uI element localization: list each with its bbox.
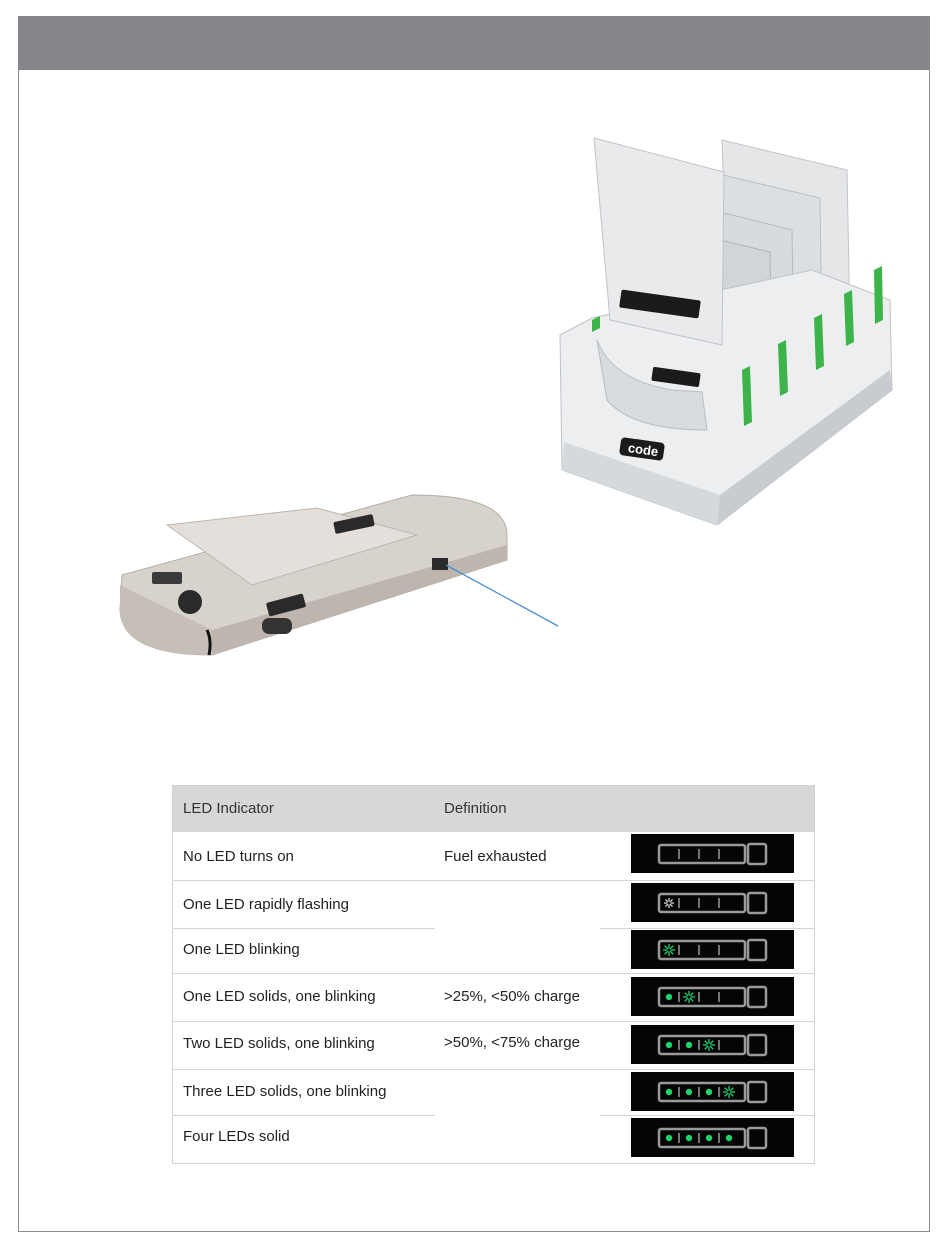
led-solid: [666, 1042, 672, 1048]
header-definition: Definition: [444, 800, 507, 817]
led-indicator-cell: One LED blinking: [183, 941, 300, 958]
led-status-image: [631, 834, 794, 873]
led-indicator-cell: Two LED solids, one blinking: [183, 1035, 375, 1052]
led-solid: [666, 1089, 672, 1095]
led-status-image: [631, 1072, 794, 1111]
led-indicator-cell: One LED solids, one blinking: [183, 988, 376, 1005]
led-status-image: [631, 1118, 794, 1157]
led-indicator-cell: One LED rapidly flashing: [183, 896, 349, 913]
led-indicator-cell: Three LED solids, one blinking: [183, 1083, 386, 1100]
merged-definition-area: [435, 1070, 600, 1162]
merged-definition-area: [435, 1022, 600, 1028]
led-solid: [666, 1135, 672, 1141]
led-indicator-cell: Four LEDs solid: [183, 1128, 290, 1145]
definition-cell: >50%, <75% charge: [444, 1034, 580, 1051]
definition-cell: Fuel exhausted: [444, 848, 547, 865]
led-solid: [686, 1042, 692, 1048]
led-status-image: [631, 930, 794, 969]
merged-definition-area: [435, 974, 600, 976]
led-solid: [686, 1135, 692, 1141]
led-solid: [666, 994, 672, 1000]
table-header: LED Indicator Definition: [173, 786, 814, 831]
led-solid: [726, 1135, 732, 1141]
charging-cradle-image: code: [552, 130, 897, 525]
header-led-indicator: LED Indicator: [183, 800, 274, 817]
battery-pack-image: [112, 490, 512, 660]
led-status-image: [631, 977, 794, 1016]
led-solid: [706, 1089, 712, 1095]
led-indicator-table: LED Indicator Definition No LED turns on…: [172, 785, 815, 1164]
header-bar: [18, 16, 930, 70]
led-status-image: [631, 883, 794, 922]
led-indicator-cell: No LED turns on: [183, 848, 294, 865]
led-solid: [706, 1135, 712, 1141]
led-solid: [686, 1089, 692, 1095]
merged-definition-area: [435, 881, 600, 971]
led-status-image: [631, 1025, 794, 1064]
definition-cell: >25%, <50% charge: [444, 988, 580, 1005]
